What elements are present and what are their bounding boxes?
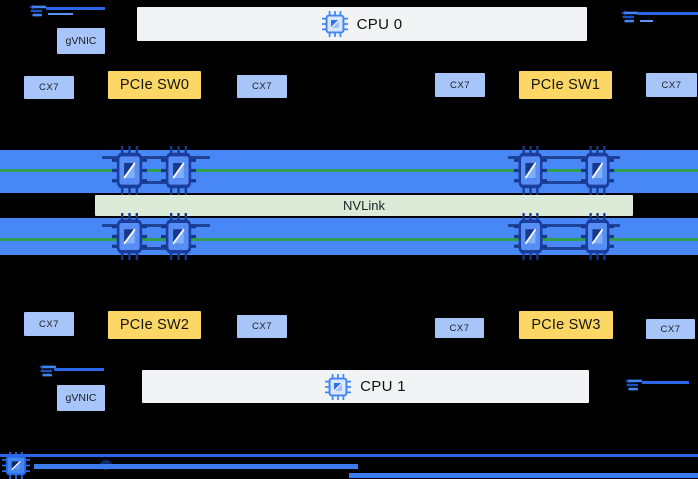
pcie-sw1-label: PCIe SW1 bbox=[530, 77, 601, 93]
gvnic-label: gVNIC bbox=[65, 392, 97, 404]
network-line bbox=[640, 20, 653, 22]
pcie-sw0-box: PCIe SW0 bbox=[108, 71, 201, 99]
cx7-label: CX7 bbox=[252, 321, 272, 332]
bus-line bbox=[520, 247, 604, 250]
pcie-sw2-label: PCIe SW2 bbox=[119, 317, 190, 333]
gpu-chip-icon bbox=[112, 146, 147, 195]
gvnic-box: gVNIC bbox=[57, 28, 105, 54]
gvnic-label: gVNIC bbox=[65, 35, 97, 47]
bus-line bbox=[102, 224, 210, 227]
cx7-label: CX7 bbox=[450, 79, 470, 91]
gvnic-box: gVNIC bbox=[57, 385, 105, 411]
gpu-chip-icon bbox=[161, 146, 196, 195]
gpu-chip-icon bbox=[514, 146, 547, 195]
cx7-label: CX7 bbox=[660, 323, 681, 335]
cx7-box: CX7 bbox=[24, 76, 74, 99]
pcie-sw0-label: PCIe SW0 bbox=[119, 77, 190, 93]
pcie-sw1-box: PCIe SW1 bbox=[519, 71, 612, 99]
bus-line bbox=[508, 224, 620, 227]
nvlink-label: NVLink bbox=[343, 198, 385, 213]
gpu-chip-icon bbox=[161, 213, 196, 260]
pcie-sw2-box: PCIe SW2 bbox=[108, 311, 201, 339]
cx7-label: CX7 bbox=[39, 318, 59, 330]
cx7-label: CX7 bbox=[449, 322, 470, 334]
cpu1-box: CPU 1 bbox=[142, 370, 589, 403]
bus-chip-icon bbox=[2, 452, 30, 479]
gpu-chip-icon bbox=[581, 146, 614, 195]
nvlink-bus: NVLink bbox=[95, 195, 633, 216]
network-line bbox=[54, 368, 104, 371]
chip-icon bbox=[322, 11, 348, 37]
cpu1-label: CPU 1 bbox=[360, 378, 406, 395]
nic-uplink-icon bbox=[624, 378, 644, 392]
cx7-box: CX7 bbox=[237, 75, 287, 98]
gpu-chip-icon bbox=[112, 213, 147, 260]
bus-line bbox=[102, 156, 210, 159]
pcie-sw3-box: PCIe SW3 bbox=[519, 311, 613, 339]
pcie-sw3-label: PCIe SW3 bbox=[531, 317, 601, 333]
gpu-chip-icon bbox=[581, 213, 614, 260]
network-line bbox=[637, 12, 698, 15]
cx7-box: CX7 bbox=[24, 312, 74, 336]
bus-line bbox=[520, 181, 604, 184]
cx7-label: CX7 bbox=[661, 79, 682, 91]
bus-line-green bbox=[0, 169, 698, 172]
nic-uplink-icon bbox=[38, 364, 58, 378]
cx7-box: CX7 bbox=[435, 318, 484, 338]
bus-line bbox=[128, 181, 184, 184]
bus-line-green bbox=[0, 238, 698, 241]
bus-line bbox=[0, 454, 698, 457]
cx7-label: CX7 bbox=[252, 81, 272, 92]
cx7-box: CX7 bbox=[646, 319, 695, 339]
bus-line bbox=[34, 464, 358, 469]
cx7-box: CX7 bbox=[646, 73, 697, 97]
network-line bbox=[46, 7, 105, 10]
cx7-box: CX7 bbox=[237, 315, 287, 338]
cx7-box: CX7 bbox=[435, 73, 485, 97]
cx7-label: CX7 bbox=[39, 82, 59, 93]
gpu-chip-icon bbox=[514, 213, 547, 260]
network-line bbox=[48, 13, 73, 15]
bus-line bbox=[128, 247, 184, 250]
nic-uplink-icon bbox=[28, 4, 48, 18]
cpu0-label: CPU 0 bbox=[356, 15, 403, 33]
network-line bbox=[642, 381, 689, 384]
bus-line bbox=[349, 473, 698, 478]
chip-icon bbox=[325, 374, 351, 400]
bus-line bbox=[508, 156, 620, 159]
cpu0-box: CPU 0 bbox=[137, 7, 587, 41]
